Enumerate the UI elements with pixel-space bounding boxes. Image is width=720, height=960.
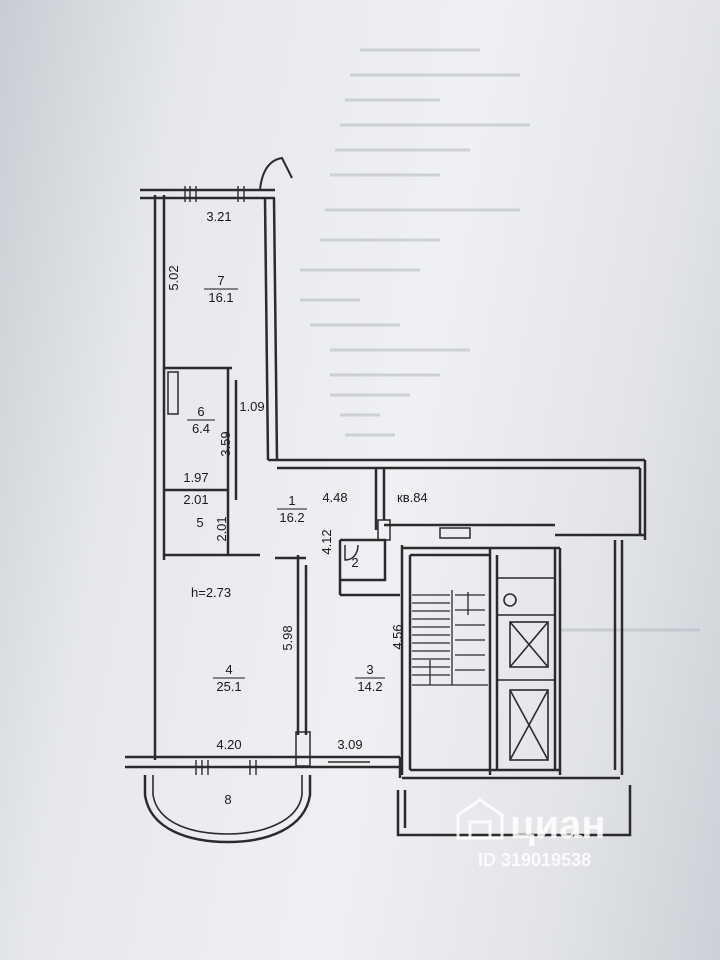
room-3-area: 14.2 (357, 679, 382, 694)
elevator-shafts (497, 577, 555, 761)
stair-treads (412, 590, 488, 686)
room-7-area: 16.1 (208, 290, 233, 305)
room-5-number: 5 (196, 515, 203, 530)
dimension-labels: 3.21 5.02 1.09 3.59 1.97 2.01 2.01 4.48 … (166, 209, 405, 752)
dimension-3-59: 3.59 (218, 431, 233, 456)
room-2-number: 2 (351, 555, 358, 570)
room-4-area: 25.1 (216, 679, 241, 694)
dimension-4-12: 4.12 (319, 529, 334, 554)
dimension-3-09: 3.09 (337, 737, 362, 752)
room-labels: 7 16.1 6 6.4 5 1 16.2 2 4 25.1 3 14.2 8 … (187, 273, 428, 807)
dimension-2-01-horizontal: 2.01 (183, 492, 208, 507)
balcony-door-arc (259, 156, 293, 191)
bay-balcony-inner (152, 775, 303, 835)
ceiling-height: h=2.73 (191, 585, 231, 600)
dimension-5-02: 5.02 (166, 265, 181, 290)
room-4-number: 4 (225, 662, 232, 677)
dimension-3-21: 3.21 (206, 209, 231, 224)
room-7-number: 7 (217, 273, 224, 288)
cian-brand-text: циан (510, 803, 606, 847)
background-document-lines (300, 48, 700, 632)
apartment-walls (125, 188, 647, 837)
dimension-1-09: 1.09 (239, 399, 264, 414)
dimension-4-20: 4.20 (216, 737, 241, 752)
dimension-2-01-vertical: 2.01 (214, 516, 229, 541)
dimension-5-98: 5.98 (280, 625, 295, 650)
room-1-area: 16.2 (279, 510, 304, 525)
windows (184, 186, 370, 775)
room-3-number: 3 (366, 662, 373, 677)
door-marks (167, 371, 471, 767)
bay-balcony (143, 775, 312, 844)
apartment-label: кв.84 (397, 490, 428, 505)
room-6-area: 6.4 (192, 421, 210, 436)
room-6-number: 6 (197, 404, 204, 419)
dimension-4-48: 4.48 (322, 490, 347, 505)
cian-logo-icon (456, 798, 504, 840)
room-8-number: 8 (224, 792, 231, 807)
cian-watermark: циан ID 319019538 (456, 798, 606, 870)
dimension-1-97: 1.97 (183, 470, 208, 485)
dimension-4-56: 4.56 (390, 624, 405, 649)
cian-listing-id: ID 319019538 (478, 850, 591, 870)
room-1-number: 1 (288, 493, 295, 508)
